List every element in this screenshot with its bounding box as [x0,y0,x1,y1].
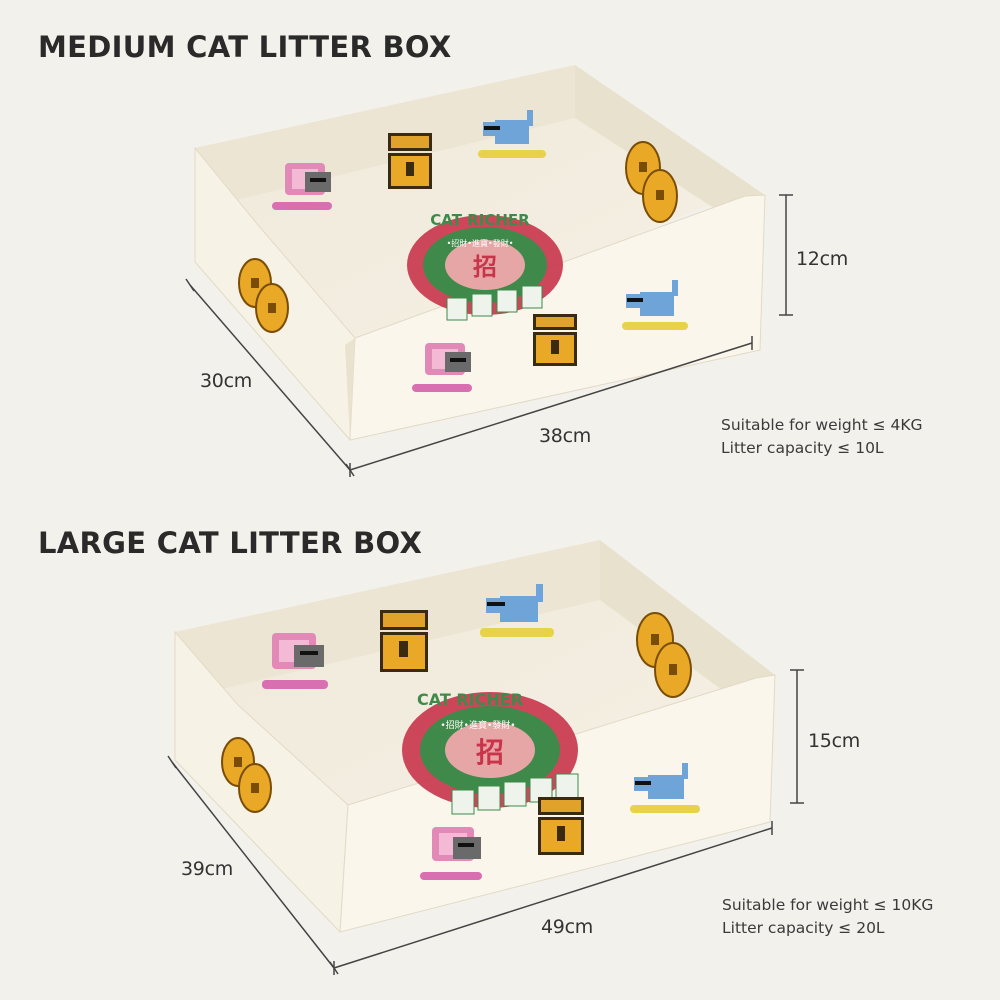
toast-cat-icon [272,163,332,210]
skateboard-cat-icon [480,584,554,637]
gold-coins-icon [625,141,678,223]
treasure-chest-icon [533,314,577,366]
skateboard-cat-icon [478,110,546,158]
treasure-chest-icon [380,610,428,672]
medallion-title: CAT RICHER [430,211,530,229]
gold-coins-icon [636,612,692,698]
treasure-chest-icon [538,797,584,855]
dimension-lines [167,669,804,975]
medium-capacity-spec: Litter capacity ≤ 10L [721,439,884,457]
treasure-chest-icon [388,133,432,189]
toast-cat-icon [262,633,328,689]
skateboard-cat-icon [622,280,688,330]
svg-text:招: 招 [476,736,504,769]
gold-coins-icon [221,737,272,813]
medium-depth-label: 30cm [200,370,252,392]
medium-box-panel: MEDIUM CAT LITTER BOX 招 CAT RICHER •招財•進… [38,30,923,477]
medium-specs: Suitable for weight ≤ 4KG Litter capacit… [721,414,923,460]
large-capacity-spec: Litter capacity ≤ 20L [722,919,885,937]
large-depth-label: 39cm [181,858,233,880]
wall-edge [345,338,355,440]
large-box-panel: LARGE CAT LITTER BOX 招 CAT RICHER •招財•進寶… [0,500,1000,1000]
medium-height-label: 12cm [796,248,848,270]
medium-weight-spec: Suitable for weight ≤ 4KG [721,416,923,434]
medium-box-illustration: 招 CAT RICHER •招財•進寶•發財• [185,65,793,477]
gold-coins-icon [238,258,289,333]
right-back-wall [600,540,775,715]
toast-cat-icon [412,343,472,392]
large-weight-spec: Suitable for weight ≤ 10KG [722,896,934,914]
large-width-label: 49cm [541,916,593,938]
medallion-title: CAT RICHER [417,690,523,709]
dimension-lines [185,194,793,477]
medium-box-title: MEDIUM CAT LITTER BOX [38,30,452,64]
skateboard-cat-icon [630,763,700,813]
medallion-subtitle: •招財•進寶•發財• [440,719,515,731]
cat-richer-medallion: 招 CAT RICHER •招財•進寶•發財• [402,690,579,815]
medallion-subtitle: •招財•進寶•發財• [447,238,514,248]
large-specs: Suitable for weight ≤ 10KG Litter capaci… [722,894,933,940]
medium-width-label: 38cm [539,425,591,447]
large-box-title: LARGE CAT LITTER BOX [38,526,423,560]
large-box-illustration: 招 CAT RICHER •招財•進寶•發財• [167,540,804,975]
svg-text:招: 招 [473,253,497,281]
toast-cat-icon [420,827,482,880]
large-height-label: 15cm [808,730,860,752]
right-back-wall [575,65,765,230]
cat-richer-medallion: 招 CAT RICHER •招財•進寶•發財• [407,211,563,321]
